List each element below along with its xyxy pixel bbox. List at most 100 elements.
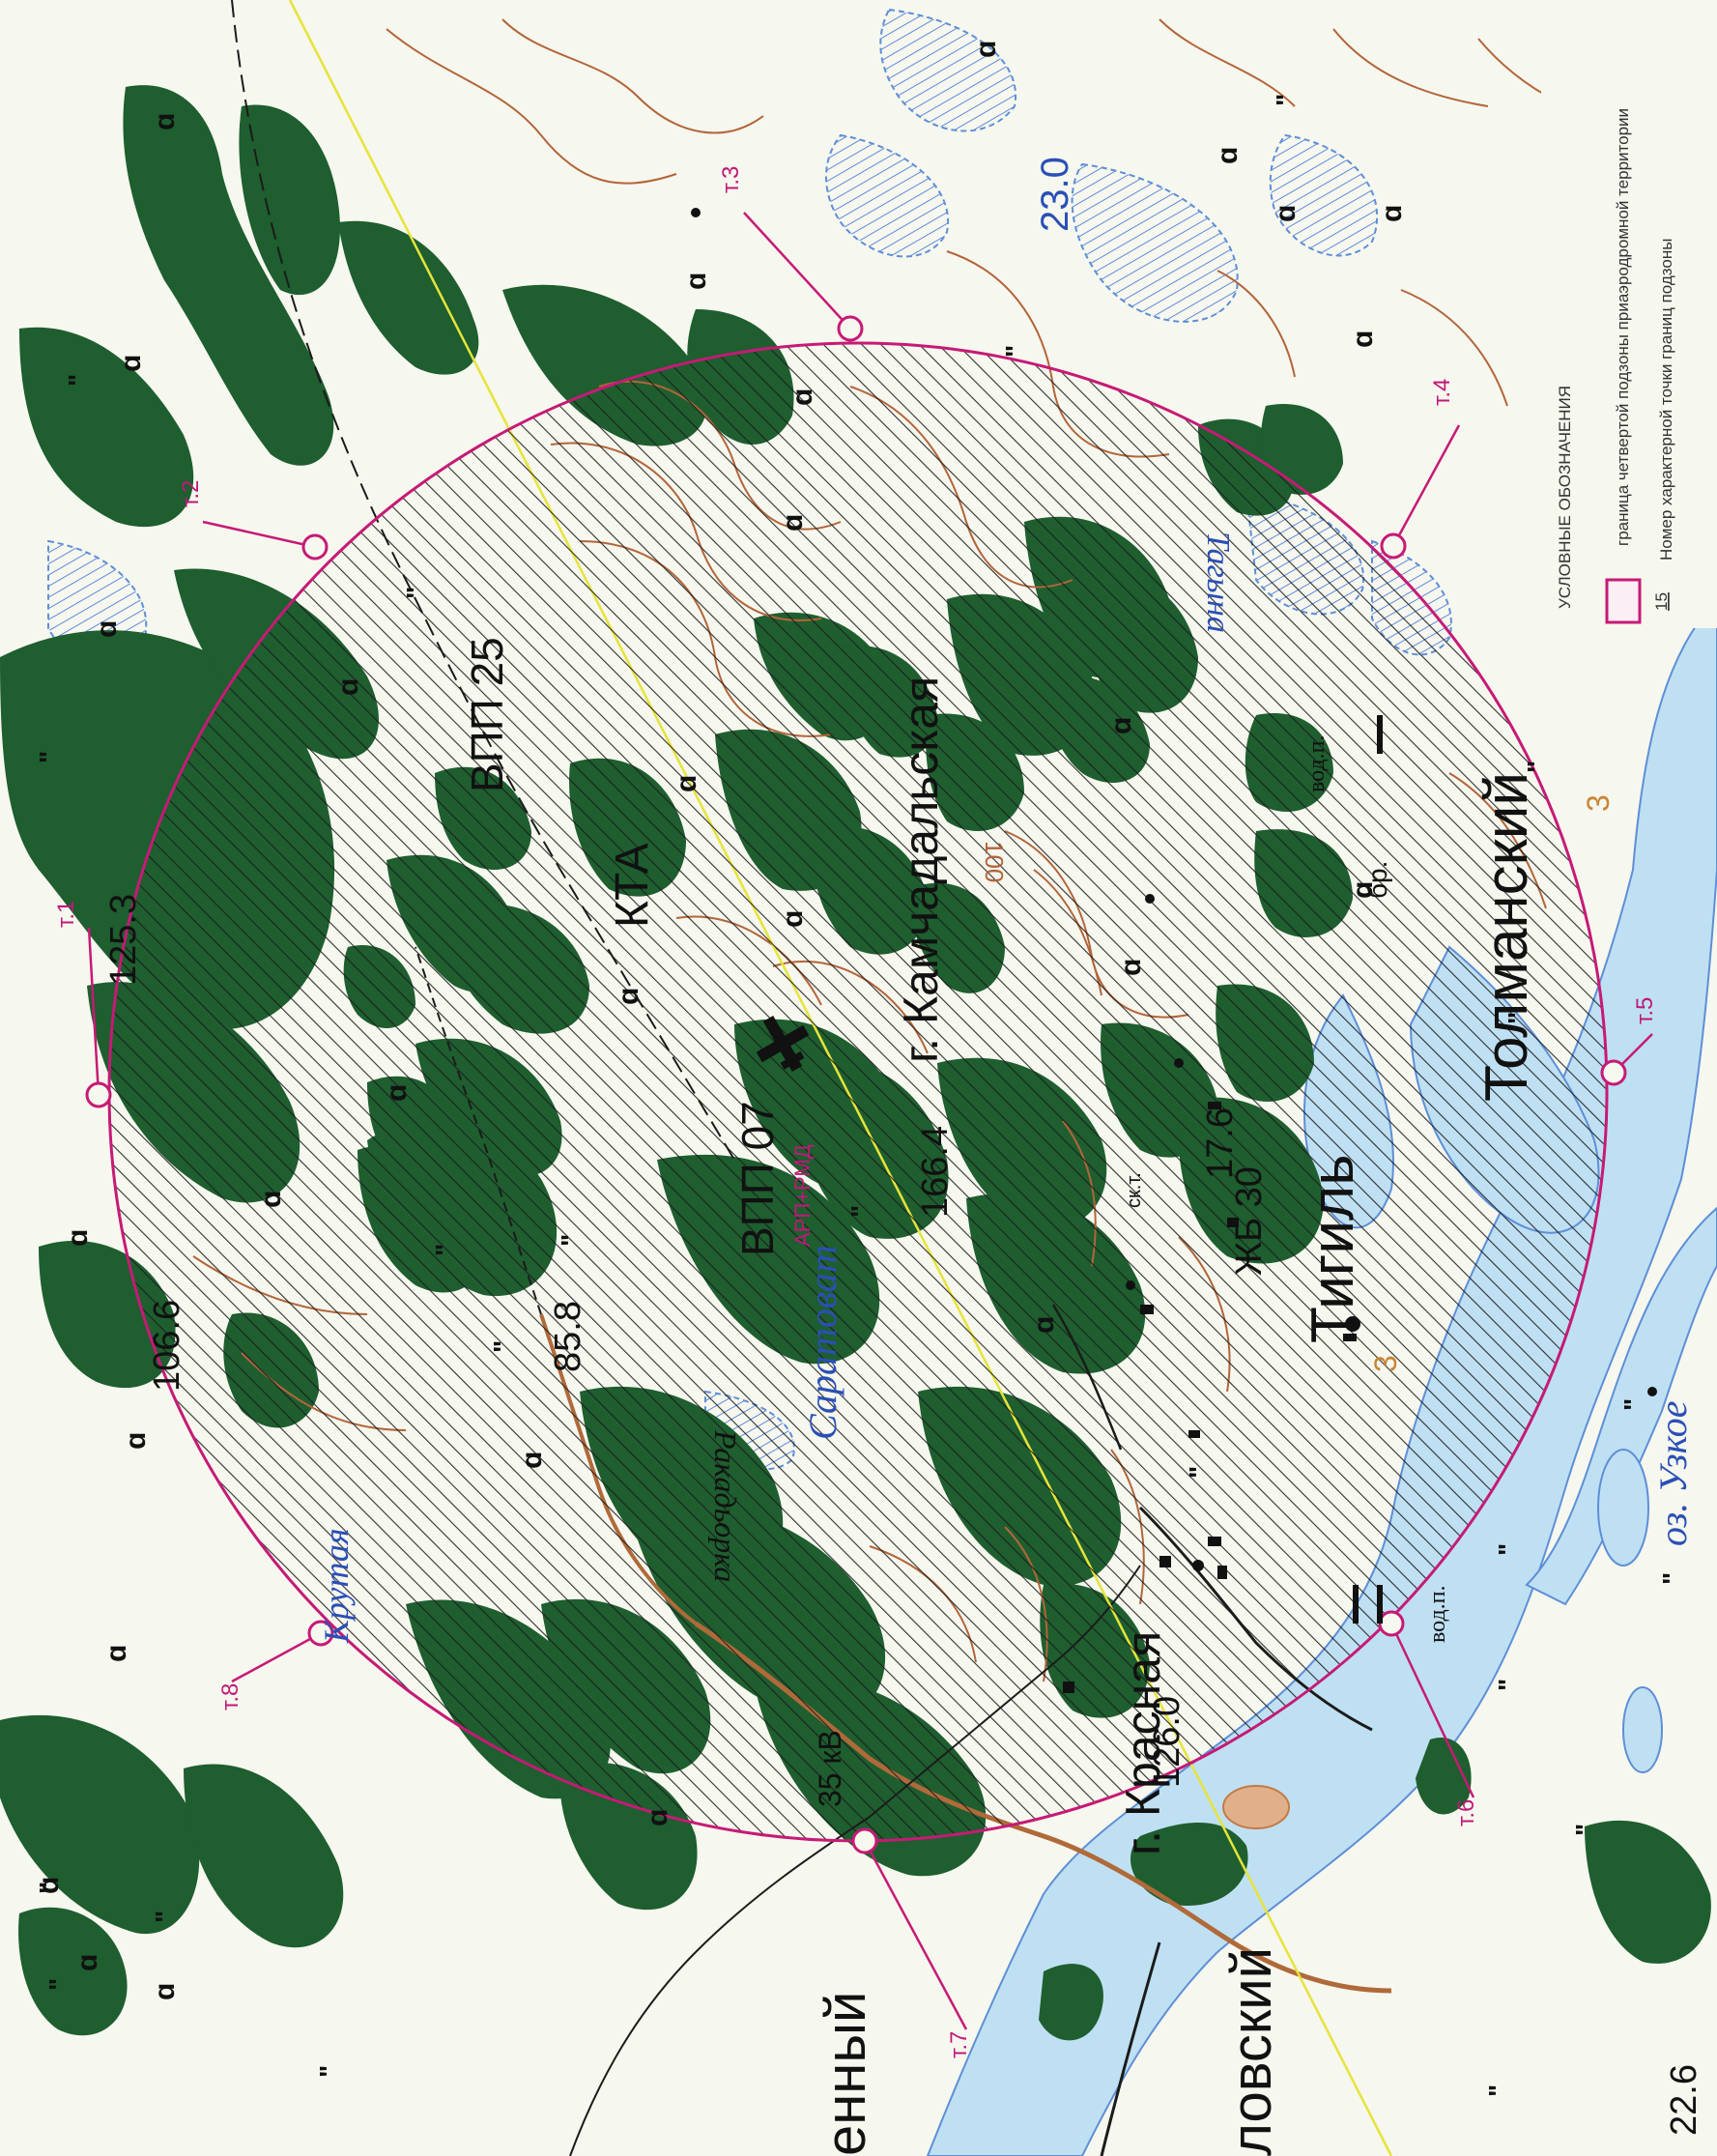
svg-text:ɑ: ɑ: [1376, 205, 1408, 222]
boundary-point-markers: [85, 315, 1627, 1854]
water-label-saratovat: Саратоват: [801, 1245, 844, 1440]
boundary-point-leaders: [87, 212, 1653, 2030]
elevation-label-8: 23.0: [1034, 157, 1076, 232]
meadow-symbols: " " " " " " " " " " " " " " " " " " " " …: [34, 94, 1687, 2097]
elevation-label-5: 126.0: [1147, 1696, 1188, 1788]
svg-text:ɑ: ɑ: [381, 1084, 413, 1102]
svg-text:ɑ: ɑ: [671, 775, 702, 792]
svg-text:": ": [401, 587, 431, 599]
airport-icon: [756, 1016, 810, 1072]
svg-text:": ": [1502, 1012, 1532, 1024]
svg-text:": ": [34, 751, 64, 763]
svg-text:ɑ: ɑ: [787, 388, 818, 406]
map-labels: Тигиль Толманский ловский енный г. Камча…: [53, 157, 1704, 2156]
mountain-label-kamchadalskaya: г. Камчадальская: [894, 676, 948, 1063]
svg-text:": ": [1618, 1398, 1648, 1411]
svg-text:ɑ: ɑ: [1105, 717, 1137, 734]
river-mark-1: 3: [1581, 794, 1616, 812]
svg-text:ɑ: ɑ: [332, 678, 364, 696]
svg-text:ɑ: ɑ: [970, 41, 1002, 58]
mountain-label-krasnaya: г. Красная: [1116, 1631, 1170, 1855]
svg-text:ɑ: ɑ: [149, 1983, 181, 2000]
boundary-point-label-3: т.3: [718, 166, 744, 193]
facility-label-zhb30: ЖБ 30: [1229, 1166, 1270, 1276]
svg-text:": ": [1271, 94, 1301, 106]
facility-label-skt: ск.т.: [1124, 1172, 1145, 1208]
svg-text:": ": [150, 1911, 180, 1923]
elevation-label-7: 22.6: [1664, 2064, 1704, 2136]
boundary-point-label-8: т.8: [217, 1683, 243, 1710]
svg-text:ɑ: ɑ: [72, 1954, 103, 1971]
svg-text:ɑ: ɑ: [1028, 1316, 1060, 1334]
svg-text:": ": [43, 1978, 73, 1991]
river-mark-2: 3: [1368, 1355, 1403, 1372]
svg-text:": ": [1493, 1543, 1523, 1556]
svg-text:ɑ: ɑ: [1270, 205, 1302, 222]
svg-text:": ": [1483, 2084, 1513, 2097]
svg-text:ɑ: ɑ: [115, 355, 147, 372]
water-label-tagyna: Тагына: [1200, 532, 1236, 633]
svg-text:ɑ: ɑ: [1347, 331, 1379, 348]
svg-text:": ": [1184, 1466, 1214, 1479]
water-label-krutaya: Крутая: [317, 1528, 356, 1644]
elevation-label-2: 106.6: [147, 1300, 187, 1392]
boundary-point-label-1: т.1: [53, 901, 79, 928]
runway-label-07: ВПП 07: [732, 1101, 783, 1256]
facility-label-vodp-1: вод.п.: [1304, 734, 1330, 792]
svg-text:": ": [845, 1205, 875, 1218]
svg-text:ɑ: ɑ: [120, 1432, 152, 1450]
svg-text:ɑ: ɑ: [1347, 881, 1379, 899]
elevation-label-6: 17.6: [1200, 1107, 1241, 1179]
svg-text:ɑ: ɑ: [100, 1645, 132, 1662]
svg-text:ɑ: ɑ: [1212, 147, 1244, 164]
facility-label-br: бр.: [1362, 861, 1392, 899]
svg-text:ɑ: ɑ: [149, 113, 181, 130]
elevation-label-1: 125.3: [103, 894, 144, 986]
svg-text:": ": [1000, 345, 1030, 358]
boundary-point-label-6: т.6: [1453, 1799, 1479, 1826]
svg-text:ɑ: ɑ: [91, 620, 123, 638]
water-label-rakadyorka: Ракадьорка: [708, 1429, 743, 1582]
contour-value-label: 100: [980, 841, 1009, 882]
svg-text:": ": [34, 1882, 64, 1894]
svg-text:ɑ: ɑ: [1115, 959, 1147, 976]
legend: УСЛОВНЫЕ ОБОЗНАЧЕНИЯ граница четвертой п…: [1541, 0, 1717, 628]
svg-text:": ": [488, 1340, 518, 1353]
legend-point-text: Номер характерной точки границ подзоны: [1657, 239, 1675, 561]
facility-label-vodp-2: вод.п.: [1425, 1585, 1450, 1643]
legend-boundary-text: граница четвертой подзоны приаэродромной…: [1614, 108, 1632, 546]
runway-label-25: ВПП 25: [462, 637, 512, 792]
svg-text:ɑ: ɑ: [642, 1809, 673, 1826]
elevation-label-4: 166.4: [915, 1126, 956, 1218]
town-label-tigil: Тигиль: [1300, 1154, 1366, 1343]
svg-text:ɑ: ɑ: [777, 514, 809, 532]
town-label-enny: енный: [815, 1992, 877, 2156]
town-label-tolmansky: Толманский: [1474, 772, 1540, 1102]
legend-boundary-swatch: [1605, 578, 1642, 624]
svg-text:ɑ: ɑ: [777, 910, 809, 928]
boundary-point-label-7: т.7: [946, 2031, 972, 2058]
facility-label-arp: АРП+РМД: [790, 1144, 815, 1247]
boundary-point-label-5: т.5: [1632, 997, 1658, 1024]
svg-text:": ": [1522, 761, 1552, 773]
svg-text:ɑ: ɑ: [613, 988, 644, 1005]
svg-text:": ": [1493, 1679, 1523, 1691]
water-label-uzkoe: оз. Узкое: [1651, 1400, 1695, 1546]
legend-point-sample: 15: [1652, 592, 1671, 611]
svg-text:ɑ: ɑ: [33, 1877, 65, 1894]
elevation-label-3: 85.8: [548, 1301, 588, 1372]
svg-text:": ": [556, 1234, 586, 1247]
svg-text:ɑ: ɑ: [516, 1452, 548, 1469]
svg-text:": ": [314, 2065, 344, 2078]
vegetation-symbols: ɑ ɑ ɑ ɑ ɑ ɑ ɑ ɑ ɑ ɑ ɑ ɑ ɑ ɑ ɑ ɑ ɑ ɑ ɑ ɑ …: [33, 41, 1408, 2000]
svg-text:ɑ: ɑ: [680, 273, 712, 290]
svg-text:": ": [430, 1244, 460, 1256]
boundary-point-label-4: т.4: [1429, 379, 1455, 406]
boundary-point-label-2: т.2: [178, 480, 204, 507]
settlement-blocks: [691, 208, 1657, 1693]
svg-text:": ": [1570, 1824, 1600, 1836]
town-label-lovsky: ловский: [1220, 1947, 1283, 2156]
svg-text:ɑ: ɑ: [255, 1191, 287, 1208]
svg-text:ɑ: ɑ: [62, 1229, 94, 1247]
